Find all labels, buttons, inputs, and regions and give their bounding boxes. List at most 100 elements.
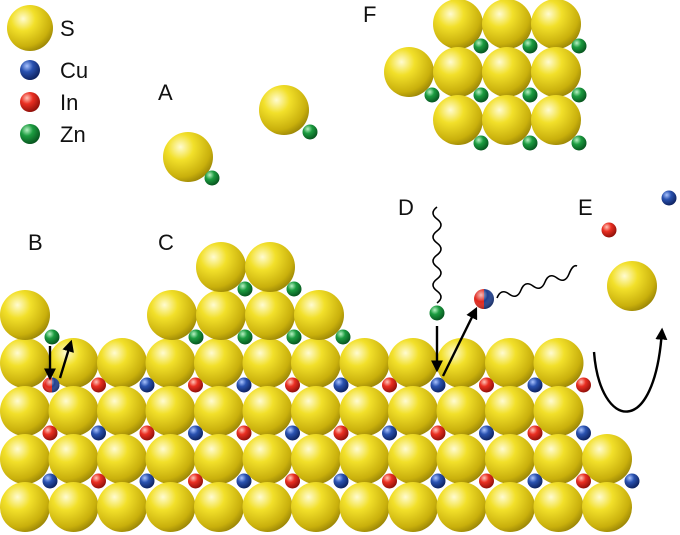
s-atom-f — [384, 47, 434, 97]
s-atom-c-island-row1 — [245, 290, 295, 340]
s-atom-slab — [145, 386, 196, 436]
s-atom-slab — [194, 386, 244, 436]
zn-atom-a — [204, 170, 220, 186]
cu-atom-slab — [139, 473, 155, 489]
s-atom-slab — [436, 338, 487, 388]
zn-atom-f — [571, 87, 587, 103]
zn-atom-c — [188, 329, 204, 345]
s-atom-slab — [97, 386, 147, 436]
s-atom-slab — [242, 338, 293, 388]
s-atom-slab — [48, 482, 99, 532]
arrows — [44, 306, 668, 413]
cu-atom-slab — [576, 425, 591, 441]
s-atom-slab — [97, 434, 147, 484]
s-atom-slab — [436, 482, 487, 532]
s-atom-c-island-row1 — [196, 290, 246, 340]
s-atom-slab — [339, 434, 390, 484]
panel-label-d: D — [398, 195, 414, 220]
in-atom-slab — [285, 473, 300, 489]
legend-zn-atom-icon — [20, 124, 40, 144]
cu-atom-slab — [285, 425, 300, 441]
legend-label-cu: Cu — [60, 58, 88, 83]
cu-atom-slab — [430, 377, 446, 393]
zn-atom-c — [286, 281, 302, 297]
legend-label-in: In — [60, 90, 78, 115]
in-atom-slab — [382, 377, 397, 393]
s-atom-slab — [388, 434, 438, 484]
in-atom-slab — [479, 377, 494, 393]
s-atom-slab — [97, 338, 147, 388]
s-atom-slab — [533, 482, 584, 532]
arrow-b-up — [58, 339, 74, 379]
s-atom-slab — [0, 434, 50, 484]
zn-atom-c — [286, 329, 302, 345]
s-atom-f — [482, 95, 532, 145]
zn-atom-f — [571, 135, 587, 151]
legend-label-s: S — [60, 16, 75, 41]
s-atom-e-desorbing — [607, 261, 657, 311]
in-atom-slab — [382, 473, 397, 489]
legend-s-atom-icon — [7, 5, 53, 51]
cu-atom-slab — [333, 377, 349, 393]
s-atom-slab — [533, 338, 584, 388]
zn-atom-f — [473, 135, 489, 151]
cu-atom-e — [661, 190, 677, 206]
in-atom-slab — [333, 425, 349, 441]
in-cu-exchange-atom-b-shading — [44, 377, 60, 393]
panel-label-e: E — [578, 195, 593, 220]
in-atom-slab — [285, 377, 300, 393]
legend-cu-atom-icon — [20, 60, 40, 80]
s-atom-f — [433, 0, 483, 49]
s-atom-b-adatom — [0, 290, 50, 340]
in-atom-slab — [91, 473, 106, 489]
s-atom-slab — [388, 482, 438, 532]
in-cu-atom-d-ejected-shading — [474, 289, 494, 309]
zn-atom-f — [522, 38, 538, 54]
cu-atom-slab — [188, 425, 203, 441]
s-atom-slab — [145, 482, 196, 532]
s-atom-f — [531, 0, 581, 49]
cu-atom-slab — [91, 425, 106, 441]
s-atom-f — [433, 95, 483, 145]
in-atom-slab — [91, 377, 106, 393]
s-atom-slab — [242, 482, 293, 532]
s-atom-slab — [339, 338, 390, 388]
s-atom-c-island-row1 — [294, 290, 344, 340]
s-atom-slab — [533, 386, 584, 436]
panel-label-c: C — [158, 230, 174, 255]
cu-atom-slab — [236, 377, 252, 393]
cu-atom-slab — [430, 473, 446, 489]
zn-atom-f — [473, 38, 489, 54]
s-atom-a — [259, 85, 309, 135]
s-atom-c-island-row2 — [196, 242, 246, 292]
in-atom-slab — [430, 425, 446, 441]
s-atom-slab — [388, 338, 438, 388]
s-atom-c-island-row1 — [147, 290, 197, 340]
zn-atom-b — [44, 329, 60, 345]
s-atom-slab — [194, 434, 244, 484]
zn-atom-a — [302, 124, 318, 140]
s-atom-slab — [582, 482, 632, 532]
s-atom-f — [531, 47, 581, 97]
zn-atom-d-incoming — [429, 305, 445, 321]
s-atom-slab — [145, 338, 196, 388]
s-atom-slab — [436, 386, 487, 436]
s-atom-c-island-row2 — [245, 242, 295, 292]
arrow-e-curve — [592, 327, 668, 413]
in-atom-slab — [479, 473, 494, 489]
arrow-d-out — [441, 306, 478, 377]
wavy-line-incoming — [432, 206, 442, 304]
s-atom-f — [482, 0, 532, 49]
s-atom-f — [531, 95, 581, 145]
zn-atom-f — [522, 87, 538, 103]
s-atom-slab — [485, 386, 535, 436]
in-atom-slab — [236, 425, 252, 441]
cu-atom-slab — [624, 473, 640, 489]
zn-atom-f — [522, 135, 538, 151]
in-atom-e — [601, 222, 617, 238]
s-atom-slab — [48, 434, 99, 484]
zn-atom-c — [237, 281, 253, 297]
s-atom-f — [482, 47, 532, 97]
s-atom-slab — [291, 434, 341, 484]
